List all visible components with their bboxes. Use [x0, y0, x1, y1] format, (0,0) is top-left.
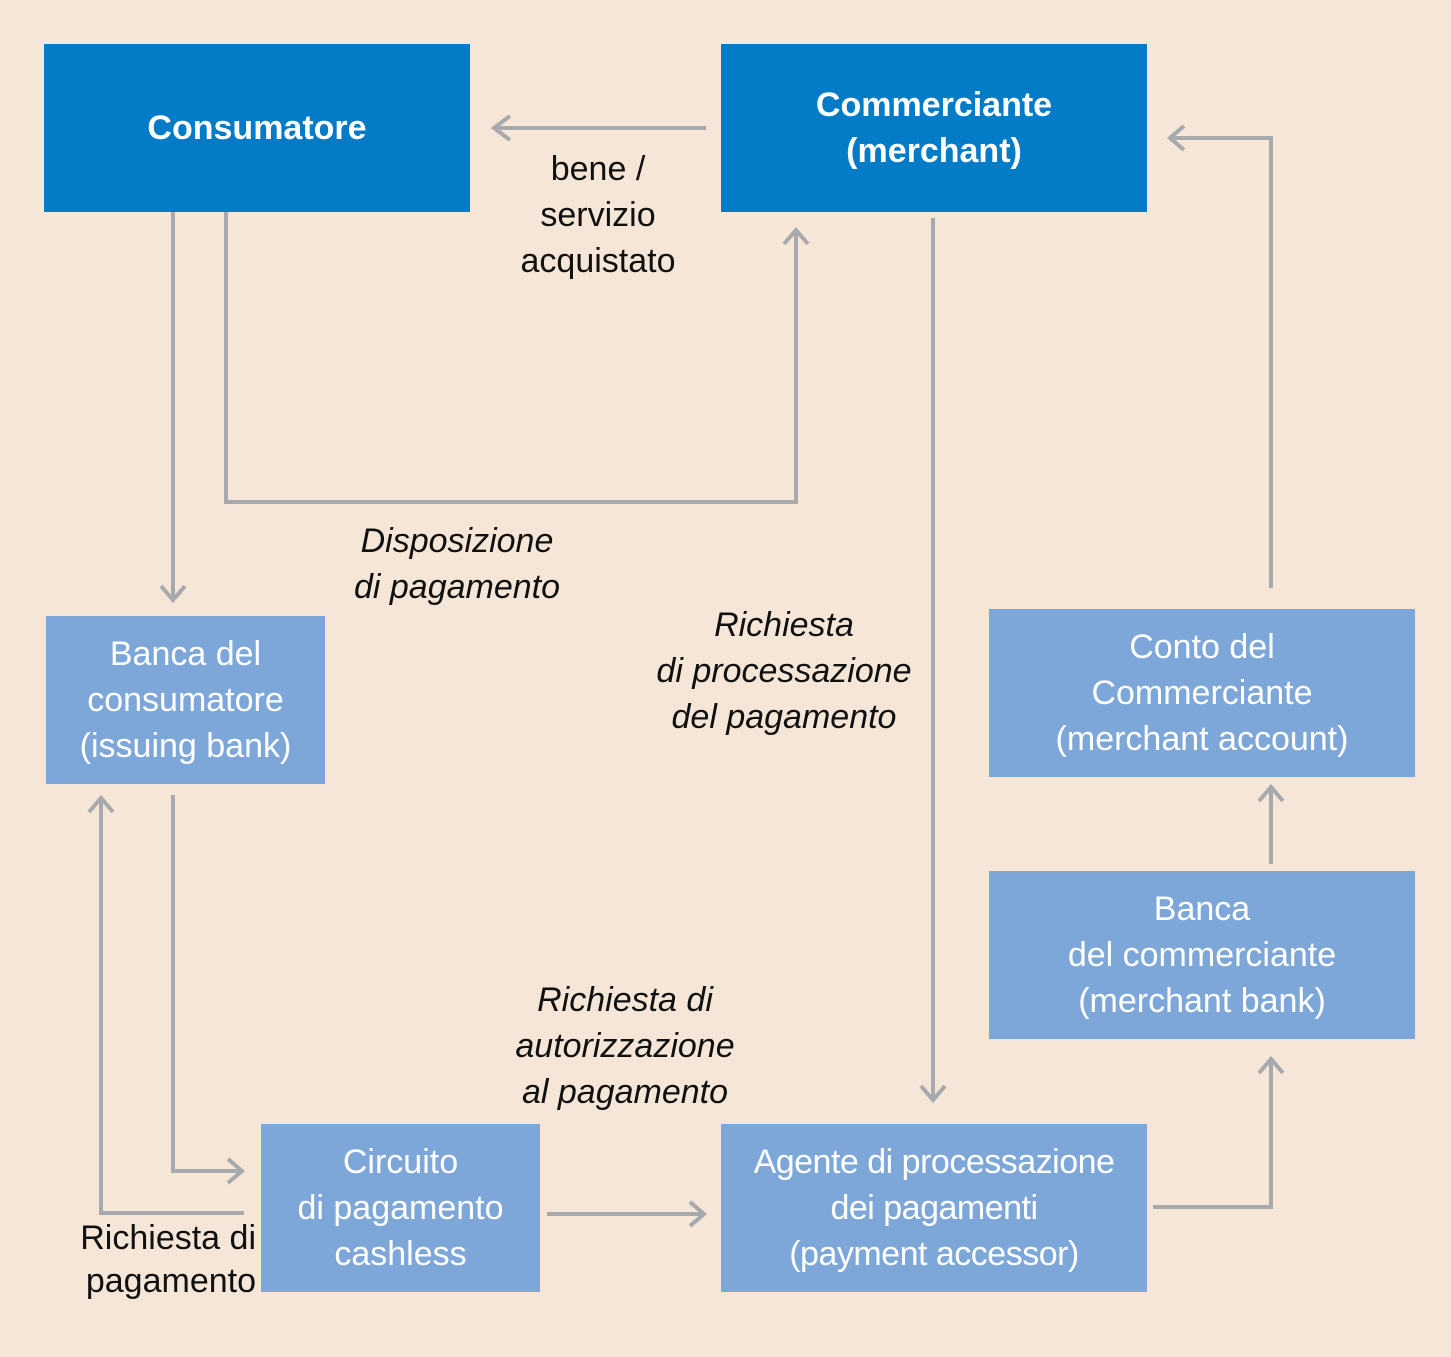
label-richiesta-pagamento: Richiesta di pagamento [80, 1219, 256, 1300]
arrow-consumer-to-merchant [224, 212, 810, 504]
label-richiesta-autorizzazione: Richiesta di autorizzazione al pagamento [515, 981, 735, 1111]
node-circuito: Circuito di pagamento cashless [261, 1124, 540, 1292]
node-conto-commerciante: Conto del Commerciante (merchant account… [989, 609, 1415, 777]
node-consumatore: Consumatore [44, 44, 470, 212]
node-agente: Agente di processazione dei pagamenti (p… [721, 1124, 1147, 1292]
arrow-consumer-to-issuing-bank [159, 212, 187, 604]
arrow-account-to-merchant [1166, 124, 1273, 588]
label-bene-servizio: bene / servizio acquistato [520, 150, 676, 280]
arrow-circuit-to-processor [547, 1200, 708, 1228]
node-banca-consumatore: Banca del consumatore (issuing bank) [46, 616, 325, 784]
arrow-merchant-bank-to-account [1257, 783, 1285, 864]
arrow-circuit-to-issuing-bank [87, 794, 244, 1215]
label-disposizione-pagamento: Disposizione di pagamento [353, 522, 561, 606]
arrow-issuing-bank-to-circuit [171, 795, 246, 1185]
arrow-merchant-to-consumer [490, 114, 706, 142]
arrow-merchant-to-processor [919, 218, 947, 1104]
arrow-processor-to-merchant-bank [1153, 1055, 1285, 1209]
label-richiesta-processazione: Richiesta di processazione del pagamento [656, 606, 912, 736]
node-banca-commerciante: Banca del commerciante (merchant bank) [989, 871, 1415, 1039]
node-commerciante: Commerciante (merchant) [721, 44, 1147, 212]
